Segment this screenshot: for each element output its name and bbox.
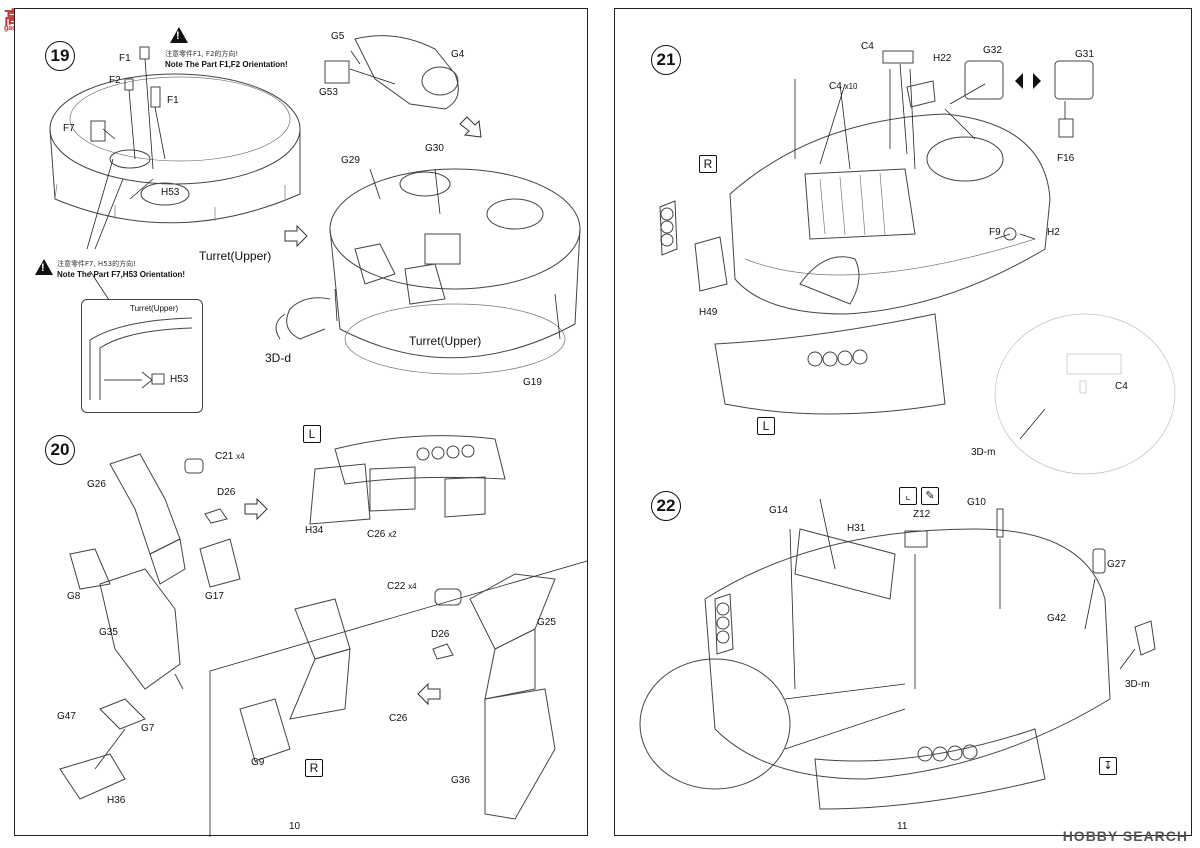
label-H36: H36 xyxy=(107,795,126,806)
watermark-logo: HOBBY SEARCH xyxy=(1062,828,1188,844)
label-turret-upper-1: Turret(Upper) xyxy=(199,249,272,263)
label-F9: F9 xyxy=(989,227,1001,238)
inset-title: Turret(Upper) xyxy=(130,304,179,313)
label-H22: H22 xyxy=(933,53,952,64)
inset-label-H53: H53 xyxy=(170,374,189,385)
label-C26-b: C26 xyxy=(389,713,408,724)
label-F16: F16 xyxy=(1057,153,1075,164)
label-H2: H2 xyxy=(1047,227,1060,238)
side-tag-L: L xyxy=(303,425,321,443)
label-G8: G8 xyxy=(67,591,81,602)
label-3D-m-b: 3D-m xyxy=(1125,679,1150,690)
sight-housing-drawings xyxy=(882,50,1094,138)
reference-drawing-faded xyxy=(994,313,1176,475)
assembly-arrow-step19 xyxy=(284,224,308,248)
label-G25: G25 xyxy=(537,617,556,628)
label-G42: G42 xyxy=(1047,613,1066,624)
label-G17: G17 xyxy=(205,591,224,602)
right-page-drawings xyxy=(639,50,1176,810)
down-arrow-step19 xyxy=(459,116,482,138)
label-G10: G10 xyxy=(967,497,986,508)
turret-step22-drawing xyxy=(639,498,1156,810)
page-number-left: 10 xyxy=(289,821,301,832)
label-H53: H53 xyxy=(161,187,180,198)
note-cn-f7-h53: 注意零件F7, H53的方向! xyxy=(57,260,136,268)
label-F1-b: F1 xyxy=(167,95,179,106)
step-number-20: 20 xyxy=(45,435,75,465)
label-C4-a: C4 xyxy=(861,41,874,52)
step-number-21: 21 xyxy=(651,45,681,75)
gun-mantlet-drawing xyxy=(324,35,459,110)
side-tag-R: R xyxy=(699,155,717,173)
label-G19: G19 xyxy=(523,377,542,388)
assembly-arrow-step20-r xyxy=(417,682,441,706)
side-tag-R: R xyxy=(305,759,323,777)
glue-icon: ⌞ xyxy=(899,487,917,505)
label-G30: G30 xyxy=(425,143,444,154)
fender-chain-left-drawing xyxy=(59,453,241,800)
turret-assembled-drawing xyxy=(275,168,581,375)
label-G35: G35 xyxy=(99,627,118,638)
label-G27: G27 xyxy=(1107,559,1126,570)
label-H31: H31 xyxy=(847,523,866,534)
label-G4: G4 xyxy=(451,49,465,60)
detail-inset-h53: Turret(Upper) H53 xyxy=(81,299,203,413)
label-G32: G32 xyxy=(983,45,1002,56)
install-icon: ↧ xyxy=(1099,757,1117,775)
right-instruction-page: 21 R L C4 C4 x10 H22 G32 G31 F16 F9 H2 H… xyxy=(614,8,1192,836)
fender-chain-right-drawing xyxy=(239,573,556,820)
step19-small-parts xyxy=(86,46,166,250)
label-F1-a: F1 xyxy=(119,53,131,64)
label-C22: C22 x4 xyxy=(387,581,417,592)
label-G47: G47 xyxy=(57,711,76,722)
label-G29: G29 xyxy=(341,155,360,166)
label-G36: G36 xyxy=(451,775,470,786)
warning-icon xyxy=(170,27,188,43)
label-C21: C21 x4 xyxy=(215,451,245,462)
label-F2: F2 xyxy=(109,75,121,86)
label-G31: G31 xyxy=(1075,49,1094,60)
label-C4-b: C4 x10 xyxy=(829,81,858,92)
side-tag-L: L xyxy=(757,417,775,435)
label-G5: G5 xyxy=(331,31,345,42)
label-G14: G14 xyxy=(769,505,788,516)
label-G26: G26 xyxy=(87,479,106,490)
label-3D-d: 3D-d xyxy=(265,351,292,365)
assembly-arrow-step20 xyxy=(244,497,268,521)
note-en-f1-f2: Note The Part F1,F2 Orientation! xyxy=(165,60,288,69)
note-cn-f1-f2: 注意零件F1, F2的方向! xyxy=(165,50,239,58)
step-number-22: 22 xyxy=(651,491,681,521)
label-D26-a: D26 xyxy=(217,487,236,498)
label-F7: F7 xyxy=(63,123,75,134)
left-page-drawings xyxy=(49,35,588,837)
label-3D-m-a: 3D-m xyxy=(971,447,996,458)
side-skirt-left-drawing xyxy=(309,435,506,525)
label-H49: H49 xyxy=(699,307,718,318)
label-G53: G53 xyxy=(319,87,338,98)
step20-divider xyxy=(209,560,588,837)
turret-step21-drawing xyxy=(659,63,1051,415)
label-G7: G7 xyxy=(141,723,155,734)
tool-icon: ✎ xyxy=(921,487,939,505)
label-Z12: Z12 xyxy=(913,509,931,520)
label-D26-b: D26 xyxy=(431,629,450,640)
step-number-19: 19 xyxy=(45,41,75,71)
label-H34: H34 xyxy=(305,525,324,536)
label-G9: G9 xyxy=(251,757,265,768)
label-C4-c: C4 xyxy=(1115,381,1128,392)
page-number-right: 11 xyxy=(897,821,908,832)
warning-icon xyxy=(35,259,53,275)
label-turret-upper-2: Turret(Upper) xyxy=(409,334,482,348)
left-instruction-page: 19 注意零件F1, F2的方向! Note The Part F1,F2 Or… xyxy=(14,8,588,837)
note-en-f7-h53: Note The Part F7,H53 Orientation! xyxy=(57,270,186,279)
label-C26-a: C26 x2 xyxy=(367,529,397,540)
